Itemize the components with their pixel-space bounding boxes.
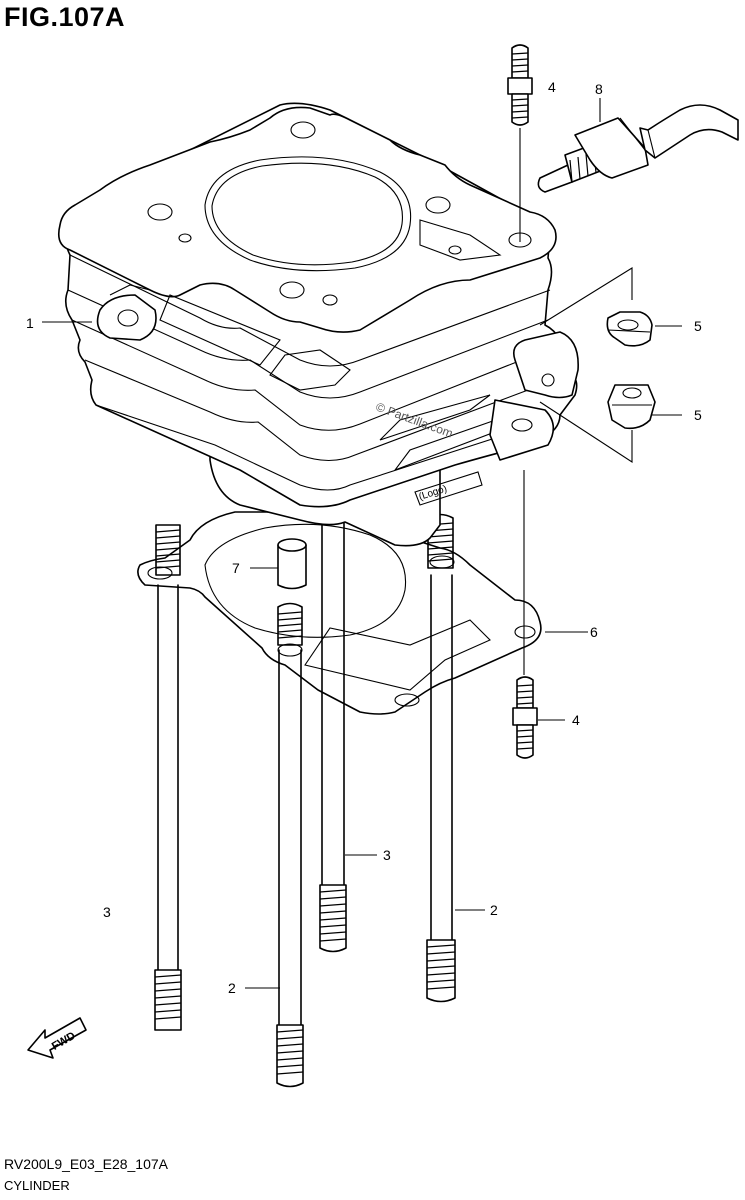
callout-7: 7 <box>232 560 240 576</box>
stud-short-bottom <box>512 470 538 759</box>
nut-upper <box>606 311 653 347</box>
stud-front-left <box>276 602 304 1088</box>
cylinder-block <box>57 102 579 547</box>
nut-lower <box>607 384 656 430</box>
leader-nut-lower-bracket <box>539 401 633 464</box>
callout-4-top: 4 <box>548 79 556 95</box>
callout-5-upper: 5 <box>694 318 702 334</box>
leader-nut-upper-bracket <box>539 267 633 326</box>
stud-short-top <box>507 44 533 242</box>
callout-2-right: 2 <box>490 902 498 918</box>
base-gasket <box>137 509 542 715</box>
stud-center <box>319 519 347 953</box>
stud-long-left <box>154 524 182 1031</box>
figure-name: CYLINDER <box>4 1178 70 1193</box>
figure-code: RV200L9_E03_E28_107A <box>4 1156 169 1172</box>
callout-3-left: 3 <box>103 904 111 920</box>
stud-long-right <box>426 513 456 1003</box>
temperature-sensor <box>537 104 739 193</box>
figure-title: FIG.107A <box>4 2 126 32</box>
fwd-arrow-icon: FWD <box>27 1017 87 1059</box>
dowel-pin <box>277 538 307 590</box>
callout-3-center: 3 <box>383 847 391 863</box>
callout-6: 6 <box>590 624 598 640</box>
callout-4-bottom: 4 <box>572 712 580 728</box>
callout-leaders <box>42 98 682 989</box>
callout-5-lower: 5 <box>694 407 702 423</box>
callout-8: 8 <box>595 81 603 97</box>
callout-1: 1 <box>26 315 34 331</box>
callout-2-left: 2 <box>228 980 236 996</box>
